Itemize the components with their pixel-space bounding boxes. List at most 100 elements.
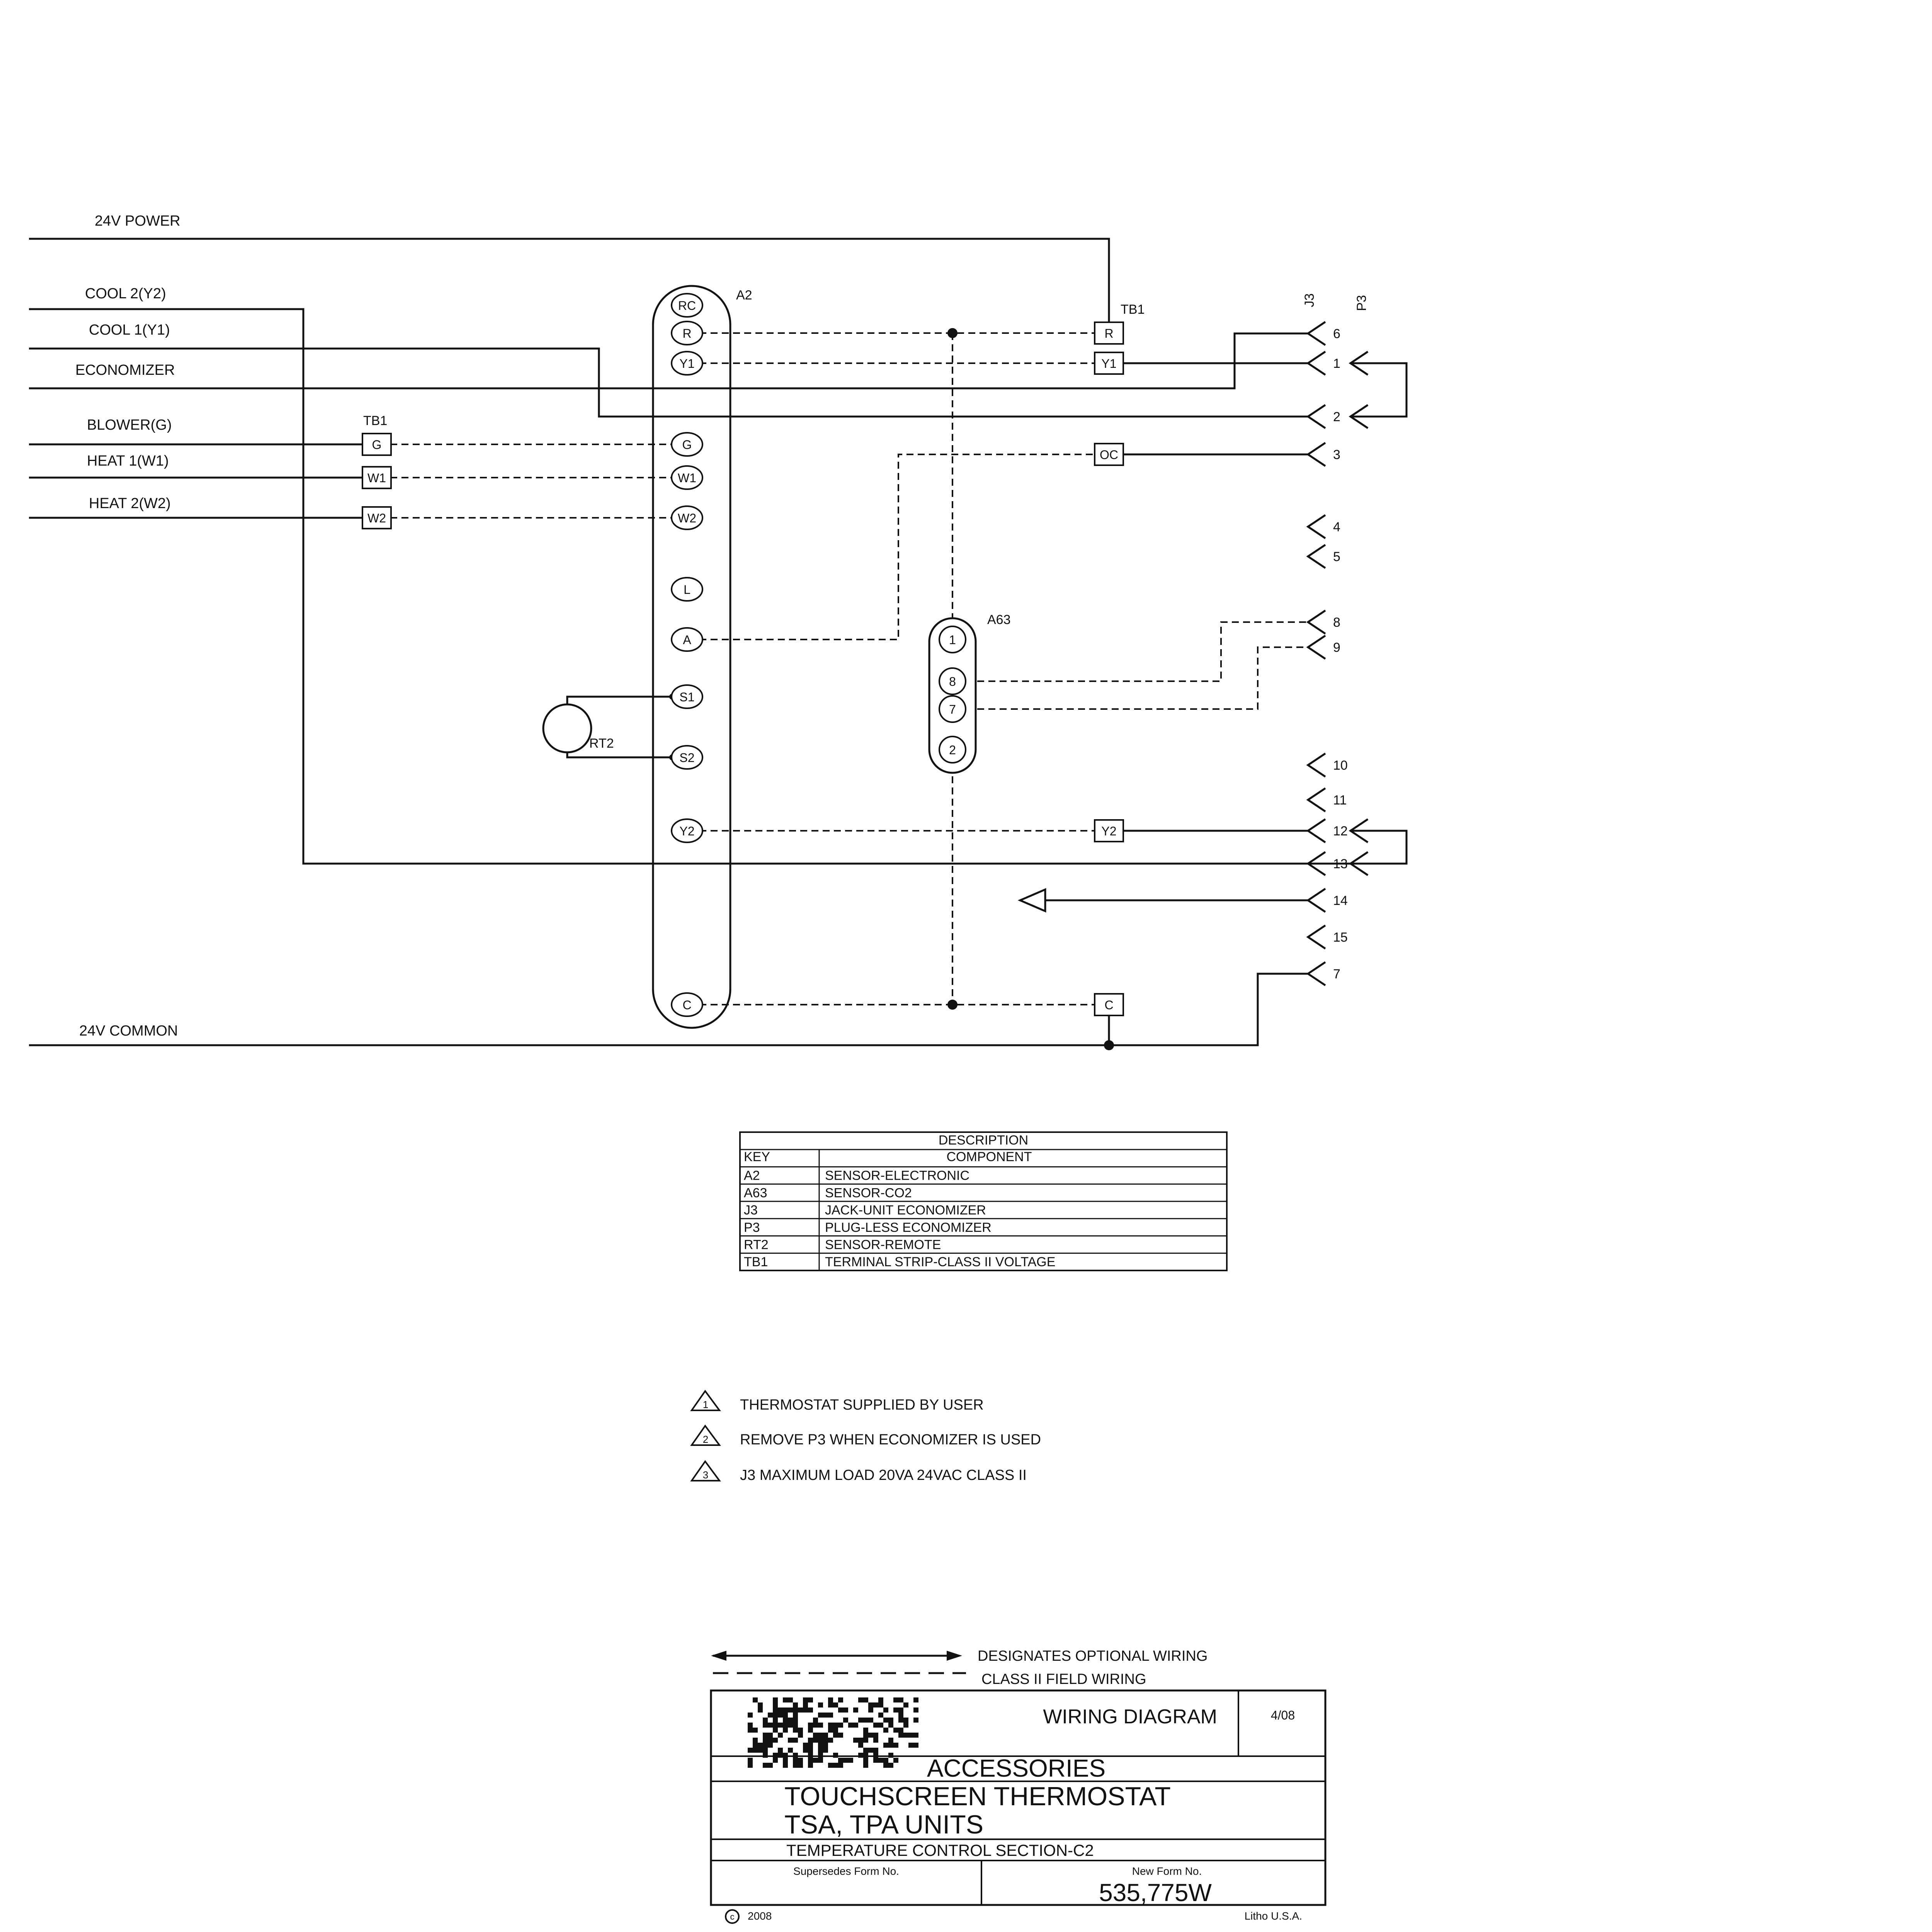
a2-tag: A2 <box>736 288 752 303</box>
label-economizer: ECONOMIZER <box>75 362 175 378</box>
connector-pin-7: 7 <box>1306 961 1340 986</box>
table-cell-key: A63 <box>744 1185 767 1200</box>
label-heat1: HEAT 1(W1) <box>87 453 169 469</box>
legend-field-wiring: CLASS II FIELD WIRING <box>981 1671 1146 1687</box>
connector-pin-2: 2 <box>1306 404 1340 429</box>
a63-terminal-label: 7 <box>949 702 956 716</box>
wiring-legend: DESIGNATES OPTIONAL WIRING CLASS II FIEL… <box>711 1648 1208 1687</box>
tb1-terminal-label: C <box>1104 998 1113 1012</box>
table-cell-component: SENSOR-CO2 <box>825 1185 912 1200</box>
a2-terminal-label: S1 <box>679 690 694 704</box>
table-cell-key: RT2 <box>744 1238 769 1252</box>
connector-pin-12: 12 <box>1306 818 1348 844</box>
note-number: 3 <box>703 1469 708 1481</box>
title-block-copyright: 2008 <box>748 1910 772 1922</box>
copyright-symbol: c <box>730 1912 735 1922</box>
a2-terminal-label: W1 <box>678 471 696 485</box>
rt2-remote-sensor: RT2 <box>542 694 675 760</box>
table-cell-component: TERMINAL STRIP-CLASS II VOLTAGE <box>825 1255 1055 1269</box>
a63-terminal-8: 8 <box>939 667 966 695</box>
title-block-litho: Litho U.S.A. <box>1245 1910 1302 1922</box>
connector-pin-label: 14 <box>1333 893 1348 908</box>
tb1-right-tag: TB1 <box>1121 302 1145 317</box>
a2-terminal-label: W2 <box>678 511 696 525</box>
tb1-terminal-label: Y1 <box>1101 357 1116 371</box>
title-block-form-number: 535,775W <box>1099 1879 1212 1906</box>
tb1-left-tag: TB1 <box>363 413 387 428</box>
label-heat2: HEAT 2(W2) <box>89 495 171 512</box>
tb1-terminal-label: R <box>1104 327 1113 340</box>
solid-wiring <box>29 238 1408 1050</box>
tb1-terminal-label: OC <box>1100 448 1118 462</box>
a2-terminal-label: R <box>682 327 691 340</box>
table-row: RT2 SENSOR-REMOTE <box>740 1235 1227 1252</box>
tb1-terminal-label: W2 <box>367 511 386 525</box>
a63-terminal-2: 2 <box>939 736 966 764</box>
connector-pin-label: 6 <box>1333 327 1340 341</box>
a2-terminal-label: A <box>683 633 691 647</box>
table-title: DESCRIPTION <box>939 1133 1028 1148</box>
title-block-section: TEMPERATURE CONTROL SECTION-C2 <box>786 1841 1094 1859</box>
warning-triangle-icon <box>690 1424 721 1446</box>
label-blower: BLOWER(G) <box>87 417 172 433</box>
connector-pin-14: 14 <box>1306 888 1348 913</box>
a2-terminal-label: Y2 <box>679 824 694 838</box>
connector-pin-label: 11 <box>1333 793 1347 808</box>
tb1-terminal-label: G <box>372 438 382 452</box>
tb1-terminal-w2: W2 <box>362 506 392 529</box>
connector-pin-3: 3 <box>1306 442 1340 467</box>
j3-tag: J3 <box>1302 293 1317 307</box>
a63-terminal-7: 7 <box>939 695 966 723</box>
field-wiring <box>390 328 1308 1010</box>
tb1-terminal-y2: Y2 <box>1094 819 1124 842</box>
table-cell-component: SENSOR-REMOTE <box>825 1238 941 1252</box>
a2-terminal-r: R <box>671 321 703 345</box>
connector-pin-6: 6 <box>1306 321 1340 346</box>
connector-pin-15: 15 <box>1306 924 1348 950</box>
connector-pin-label: 7 <box>1333 967 1340 981</box>
tb1-terminal-g: G <box>362 433 392 456</box>
a2-terminal-w1: W1 <box>671 465 703 490</box>
connector-pin-4: 4 <box>1306 514 1340 539</box>
label-24v-power: 24V POWER <box>95 213 180 229</box>
title-block-title-2: TSA, TPA UNITS <box>784 1810 983 1839</box>
title-block-supersedes-label: Supersedes Form No. <box>793 1865 899 1877</box>
table-cell-component: JACK-UNIT ECONOMIZER <box>825 1203 986 1218</box>
connector-pin-label: 4 <box>1333 520 1340 534</box>
connector-pin-8: 8 <box>1306 609 1340 635</box>
tb1-terminal-c: C <box>1094 993 1124 1016</box>
tb1-terminal-oc: OC <box>1094 443 1124 466</box>
p3-tag: P3 <box>1354 295 1369 311</box>
connector-pin-13: 13 <box>1306 851 1348 876</box>
title-block: WIRING DIAGRAM 4/08 ACCESSORIES TOUCHSCR… <box>710 1689 1327 1924</box>
a2-terminal-label: L <box>684 583 690 597</box>
note-text: THERMOSTAT SUPPLIED BY USER <box>740 1397 984 1413</box>
connector-pin-label: 10 <box>1333 758 1348 773</box>
note-text: REMOVE P3 WHEN ECONOMIZER IS USED <box>740 1432 1041 1448</box>
table-cell-key: P3 <box>744 1220 760 1235</box>
connector-pin-label: 12 <box>1333 824 1348 838</box>
table-header-component: COMPONENT <box>947 1150 1032 1164</box>
a2-terminal-label: S2 <box>679 751 694 765</box>
connector-pin-label: 1 <box>1333 356 1340 371</box>
connector-pin-9: 9 <box>1306 634 1340 660</box>
connector-pin-label: 8 <box>1333 615 1340 630</box>
label-24v-common: 24V COMMON <box>79 1023 178 1039</box>
warning-triangle-icon <box>690 1389 721 1411</box>
tb1-terminal-y1: Y1 <box>1094 352 1124 375</box>
legend-optional-wiring: DESIGNATES OPTIONAL WIRING <box>978 1648 1208 1664</box>
title-block-category: ACCESSORIES <box>927 1754 1105 1782</box>
connector-pin-11: 11 <box>1306 787 1347 813</box>
a2-terminal-y1: Y1 <box>671 351 703 376</box>
rt2-tag: RT2 <box>589 736 614 751</box>
